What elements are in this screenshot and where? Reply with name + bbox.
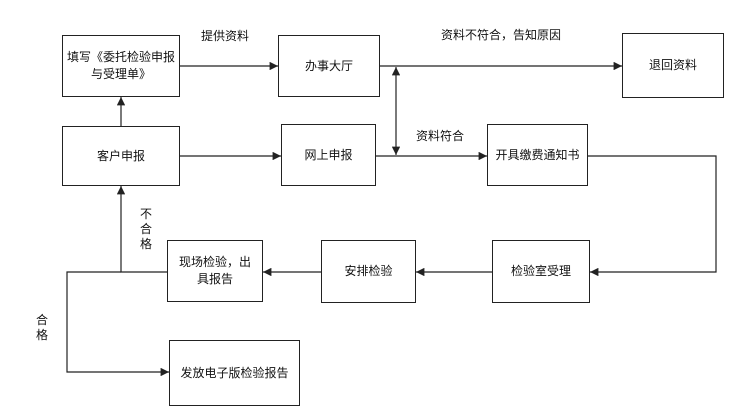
node-arrange-inspect: 安排检验 [321, 240, 416, 303]
node-issue-report: 发放电子版检验报告 [169, 340, 300, 406]
node-online-apply-text: 网上申报 [304, 147, 353, 162]
node-customer-apply: 客户申报 [62, 126, 180, 186]
node-payment-notice: 开具缴费通知书 [487, 124, 588, 186]
edge-label-not-qualified: 不合格 [139, 207, 152, 251]
edge-label-qualified: 合格 [35, 313, 48, 342]
edge-label-provide-docs: 提供资料 [201, 29, 250, 43]
node-lab-accept-text: 检验室受理 [510, 264, 571, 278]
node-issue-report-text: 发放电子版检验报告 [180, 365, 289, 380]
node-service-hall: 办事大厅 [278, 35, 380, 97]
node-onsite-inspect: 现场检验，出具报告 [167, 240, 263, 302]
node-return-docs: 退回资料 [622, 33, 724, 98]
edge-label-docs-valid: 资料符合 [416, 129, 465, 143]
node-onsite-inspect-text: 现场检验，出具报告 [178, 255, 251, 286]
node-fill-form-text: 填写《委托检验申报与受理单》 [67, 50, 176, 81]
node-customer-apply-text: 客户申报 [96, 148, 145, 163]
node-service-hall-text: 办事大厅 [304, 58, 353, 73]
edge-label-docs-invalid: 资料不符合，告知原因 [441, 28, 562, 42]
node-return-docs-text: 退回资料 [648, 58, 697, 72]
node-fill-form: 填写《委托检验申报与受理单》 [62, 35, 180, 97]
node-lab-accept: 检验室受理 [492, 240, 590, 303]
node-payment-notice-text: 开具缴费通知书 [495, 147, 580, 162]
node-arrange-inspect-text: 安排检验 [344, 264, 393, 278]
node-online-apply: 网上申报 [281, 124, 376, 186]
edge-payment-to-lab [588, 155, 717, 277]
edge-to-issue-report [66, 271, 169, 377]
